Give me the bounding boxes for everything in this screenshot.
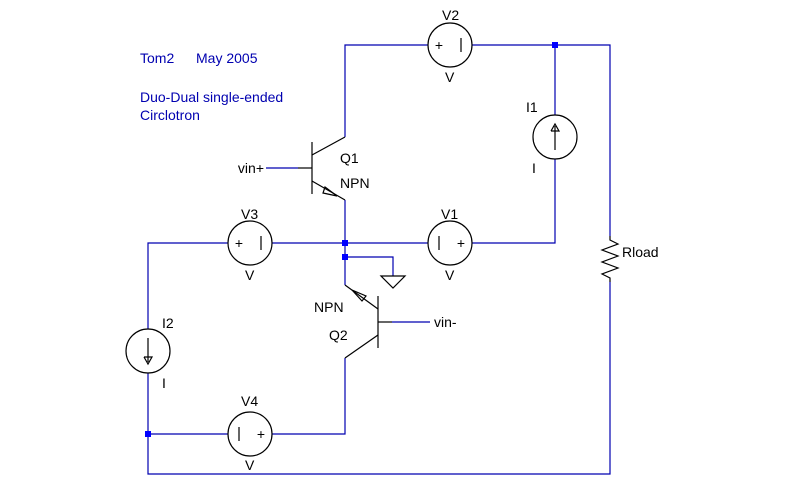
date-note: May 2005	[196, 50, 258, 66]
voltage-source-v4: + V4 V	[227, 393, 273, 473]
wire-q1-collector-v2	[344, 44, 428, 137]
i1-label: I1	[526, 99, 538, 115]
wire-ground	[345, 256, 394, 276]
i2-circle	[125, 328, 171, 374]
q1-emitter-arrow-icon	[322, 186, 338, 197]
author-note: Tom2	[140, 50, 174, 66]
v3-label: V3	[241, 206, 258, 222]
current-source-i2: I2 I	[125, 315, 174, 391]
transistor-q2: NPN Q2 vin-	[314, 284, 457, 359]
junction-dot-mid	[342, 240, 348, 246]
v4-label: V4	[241, 393, 258, 409]
q1-type: NPN	[340, 175, 370, 191]
q2-label: Q2	[329, 327, 348, 343]
vin-minus-label: vin-	[434, 314, 457, 330]
transistor-q1: Q1 NPN vin+	[238, 136, 370, 201]
junction-dot-top	[552, 42, 558, 48]
v2-value: V	[445, 69, 455, 85]
voltage-source-v2: + V2 V	[427, 7, 473, 85]
v1-plus-glyph: +	[457, 235, 465, 251]
i1-arrow-up-icon	[550, 122, 561, 132]
q1-collector	[311, 136, 346, 156]
v1-label: V1	[441, 206, 458, 222]
q2-type: NPN	[314, 299, 344, 315]
junction-dot-ground	[342, 254, 348, 260]
v2-label: V2	[442, 7, 459, 23]
q2-emitter-arrow-icon	[351, 289, 367, 302]
wires	[147, 44, 611, 475]
ground-symbol	[379, 275, 407, 289]
voltage-source-v3: + V3 V	[227, 206, 273, 283]
i2-label: I2	[162, 315, 174, 331]
i2-value: I	[162, 375, 166, 391]
v1-value: V	[445, 267, 455, 283]
v4-circle	[227, 411, 273, 457]
i1-value: I	[532, 160, 536, 176]
wire-i1-to-v1	[472, 159, 556, 244]
title-line-2: Circlotron	[140, 107, 200, 123]
wire-v3-left	[147, 242, 228, 329]
v3-plus-glyph: +	[235, 235, 243, 251]
wire-v2-to-rload	[472, 44, 611, 236]
current-source-i1: I1 I	[526, 99, 578, 176]
v3-value: V	[245, 267, 255, 283]
i1-circle	[532, 114, 578, 160]
q2-collector	[344, 334, 379, 359]
title-line-1: Duo-Dual single-ended	[140, 89, 283, 105]
v4-value: V	[245, 457, 255, 473]
wire-v4-to-q2	[272, 358, 346, 435]
rload-label: Rload	[622, 244, 659, 260]
i2-arrow-down-icon	[143, 356, 154, 366]
voltage-source-v1: + V1 V	[427, 206, 473, 283]
wire-bottom-return	[147, 282, 611, 475]
junction-dot-bottom	[145, 431, 151, 437]
resistor-rload: Rload	[600, 236, 659, 282]
q1-label: Q1	[340, 150, 359, 166]
q1-emitter	[311, 180, 346, 201]
q2-emitter	[344, 284, 379, 310]
v4-plus-glyph: +	[257, 426, 265, 442]
v2-circle	[427, 22, 473, 68]
rload-zigzag	[600, 236, 620, 282]
v1-circle	[427, 220, 473, 266]
v3-circle	[227, 220, 273, 266]
v2-plus-glyph: +	[435, 37, 443, 53]
vin-plus-label: vin+	[238, 160, 264, 176]
